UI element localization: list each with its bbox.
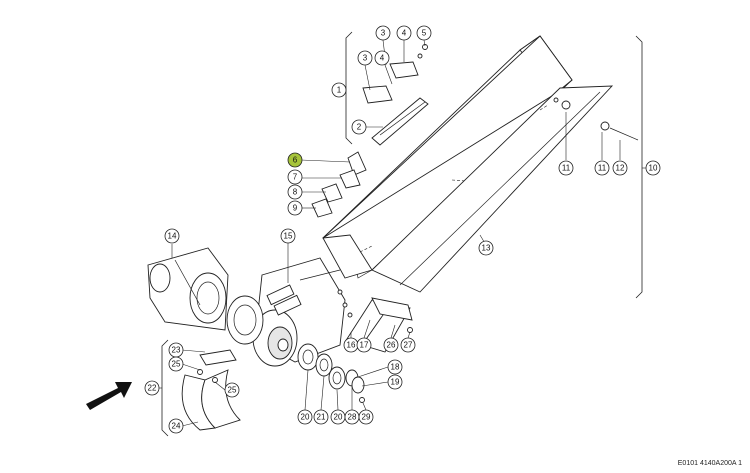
svg-text:4: 4 — [402, 29, 407, 38]
svg-text:25: 25 — [228, 386, 237, 395]
callout-4[interactable]: 4 — [396, 25, 412, 41]
svg-text:13: 13 — [482, 244, 491, 253]
svg-text:4: 4 — [380, 54, 385, 63]
svg-text:24: 24 — [172, 422, 181, 431]
direction-arrow — [86, 382, 132, 410]
drawing-reference: E0101 4140A200A 1 — [677, 460, 742, 467]
callout-13[interactable]: 13 — [478, 240, 494, 256]
callout-20b[interactable]: 20 — [330, 409, 346, 425]
svg-text:5: 5 — [422, 29, 427, 38]
callout-21[interactable]: 21 — [313, 409, 329, 425]
svg-text:2: 2 — [357, 123, 362, 132]
callout-27[interactable]: 27 — [400, 337, 416, 353]
svg-text:20: 20 — [334, 413, 343, 422]
svg-text:16: 16 — [347, 341, 356, 350]
callout-11[interactable]: 11 — [558, 160, 574, 176]
callout-19[interactable]: 19 — [387, 374, 403, 390]
lower-head-assembly[interactable] — [252, 257, 346, 367]
callout-26[interactable]: 26 — [383, 337, 399, 353]
callout-22[interactable]: 22 — [144, 380, 160, 396]
svg-text:11: 11 — [598, 164, 607, 173]
callout-7[interactable]: 7 — [287, 169, 303, 185]
callout-10[interactable]: 10 — [645, 160, 661, 176]
callout-11b[interactable]: 11 — [594, 160, 610, 176]
callout-3[interactable]: 3 — [375, 25, 391, 41]
svg-text:12: 12 — [616, 164, 625, 173]
elevator-housing[interactable] — [322, 35, 614, 293]
svg-text:7: 7 — [293, 173, 298, 182]
svg-text:20: 20 — [301, 413, 310, 422]
callout-25b[interactable]: 25 — [224, 382, 240, 398]
callout-9[interactable]: 9 — [287, 200, 303, 216]
callout-24[interactable]: 24 — [168, 418, 184, 434]
svg-text:10: 10 — [649, 164, 658, 173]
callout-3b[interactable]: 3 — [357, 50, 373, 66]
svg-text:15: 15 — [284, 232, 293, 241]
bottom-guard[interactable] — [181, 349, 241, 431]
drive-housing[interactable] — [147, 247, 229, 331]
svg-text:25: 25 — [172, 360, 181, 369]
svg-text:3: 3 — [363, 54, 368, 63]
fasteners — [337, 44, 639, 333]
bearing-set[interactable] — [297, 343, 365, 403]
svg-text:18: 18 — [391, 363, 400, 372]
callout-20[interactable]: 20 — [297, 409, 313, 425]
svg-text:19: 19 — [391, 378, 400, 387]
svg-text:21: 21 — [317, 413, 326, 422]
callout-8[interactable]: 8 — [287, 184, 303, 200]
svg-text:17: 17 — [360, 341, 369, 350]
svg-text:28: 28 — [348, 413, 357, 422]
upper-bracket-parts[interactable] — [311, 61, 429, 218]
svg-text:9: 9 — [293, 204, 298, 213]
callout-1[interactable]: 1 — [331, 82, 347, 98]
svg-text:22: 22 — [148, 384, 157, 393]
callout-18[interactable]: 18 — [387, 359, 403, 375]
svg-text:26: 26 — [387, 341, 396, 350]
callout-25[interactable]: 25 — [168, 356, 184, 372]
svg-text:6: 6 — [293, 156, 298, 165]
svg-text:23: 23 — [172, 346, 181, 355]
callout-5[interactable]: 5 — [416, 25, 432, 41]
callout-2[interactable]: 2 — [351, 119, 367, 135]
svg-text:11: 11 — [562, 164, 571, 173]
callout-29[interactable]: 29 — [358, 409, 374, 425]
callout-14[interactable]: 14 — [164, 228, 180, 244]
callout-6[interactable]: 6 — [287, 152, 303, 168]
svg-text:14: 14 — [168, 232, 177, 241]
svg-text:3: 3 — [381, 29, 386, 38]
callout-15[interactable]: 15 — [280, 228, 296, 244]
leader-lines — [158, 39, 646, 427]
callout-17[interactable]: 17 — [356, 337, 372, 353]
svg-text:27: 27 — [404, 341, 413, 350]
side-cover[interactable] — [226, 295, 264, 345]
callout-16[interactable]: 16 — [343, 337, 359, 353]
svg-text:1: 1 — [337, 86, 342, 95]
callout-12[interactable]: 12 — [612, 160, 628, 176]
callout-23[interactable]: 23 — [168, 342, 184, 358]
callout-28[interactable]: 28 — [344, 409, 360, 425]
callout-4b[interactable]: 4 — [374, 50, 390, 66]
svg-text:8: 8 — [293, 188, 298, 197]
svg-text:29: 29 — [362, 413, 371, 422]
